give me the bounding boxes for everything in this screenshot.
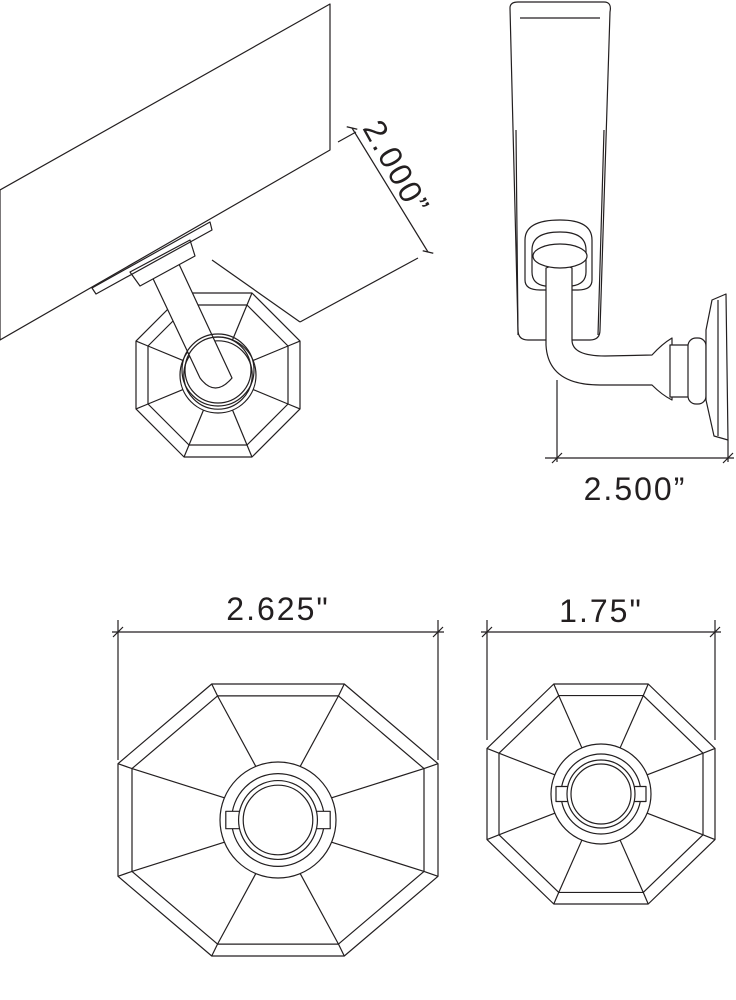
bevel-line (117, 870, 133, 877)
spoke-line (299, 695, 340, 767)
bracket-arm (147, 261, 233, 389)
bevel-line (642, 892, 649, 905)
bevel-line (423, 870, 439, 877)
bevel-line (287, 403, 301, 410)
spoke-line (147, 388, 184, 405)
bevel-line (287, 340, 301, 347)
spoke-line (619, 839, 644, 893)
bevel-line (135, 340, 149, 347)
spoke-line (231, 304, 248, 341)
small-flange-front-view: 1.75" (481, 593, 721, 905)
bevel-line (486, 834, 500, 841)
knuckle (669, 344, 691, 398)
spoke-line (216, 873, 257, 945)
bore-inner (242, 784, 314, 856)
spoke-line (252, 345, 289, 362)
bore-inner (570, 763, 632, 825)
bevel-line (135, 403, 149, 410)
bevel-line (702, 747, 716, 754)
bevel-line (183, 444, 190, 458)
spoke-line (331, 841, 425, 872)
handrail (0, 3, 331, 341)
spoke-line (646, 812, 704, 836)
bevel-line (486, 747, 500, 754)
spoke-line (252, 388, 289, 405)
bevel-line (246, 444, 253, 458)
bevel-line (553, 683, 560, 696)
spoke-line (131, 841, 225, 872)
isometric-view: 2.000” (0, 3, 437, 458)
bevel-line (117, 763, 133, 770)
bore (237, 779, 319, 861)
bore (566, 759, 636, 829)
boss-ring (183, 340, 253, 410)
spoke-line (646, 752, 704, 776)
bevel-line (642, 683, 649, 696)
spoke-line (498, 812, 556, 836)
spoke-line (231, 409, 248, 446)
large-flange-front-view: 2.625" (112, 591, 444, 957)
spoke-line (498, 752, 556, 776)
spoke-line (558, 839, 583, 893)
dimension-label-2000: 2.000” (356, 114, 437, 221)
wall-flange-profile (705, 293, 729, 441)
bevel-line (211, 683, 219, 697)
spoke-line (147, 345, 184, 362)
extension-line (299, 257, 419, 323)
bevel-line (702, 834, 716, 841)
spoke-line (216, 695, 257, 767)
bevel-line (246, 292, 253, 306)
rail-saddle (91, 221, 213, 295)
bevel-line (553, 892, 560, 905)
dimension-label-175: 1.75" (559, 593, 643, 629)
spoke-line (131, 768, 225, 799)
spoke-line (558, 695, 583, 749)
bevel-line (423, 763, 439, 770)
bevel-line (337, 683, 345, 697)
arm-base-ring (181, 333, 255, 407)
spoke-line (188, 409, 205, 446)
dimension-line-2000 (346, 126, 434, 254)
extension-line (337, 131, 357, 143)
spoke-line (619, 695, 644, 749)
dimension-label-2500: 2.500” (584, 471, 687, 507)
spoke-line (331, 768, 425, 799)
spoke-line (299, 873, 340, 945)
bevel-line (211, 943, 219, 957)
side-view: 2.500” (509, 1, 734, 507)
bevel-line (337, 943, 345, 957)
bracket-arm-profile (545, 264, 673, 401)
dimension-label-2625: 2.625" (226, 591, 329, 627)
octagonal-flange (117, 683, 439, 957)
octagonal-flange (486, 683, 716, 905)
